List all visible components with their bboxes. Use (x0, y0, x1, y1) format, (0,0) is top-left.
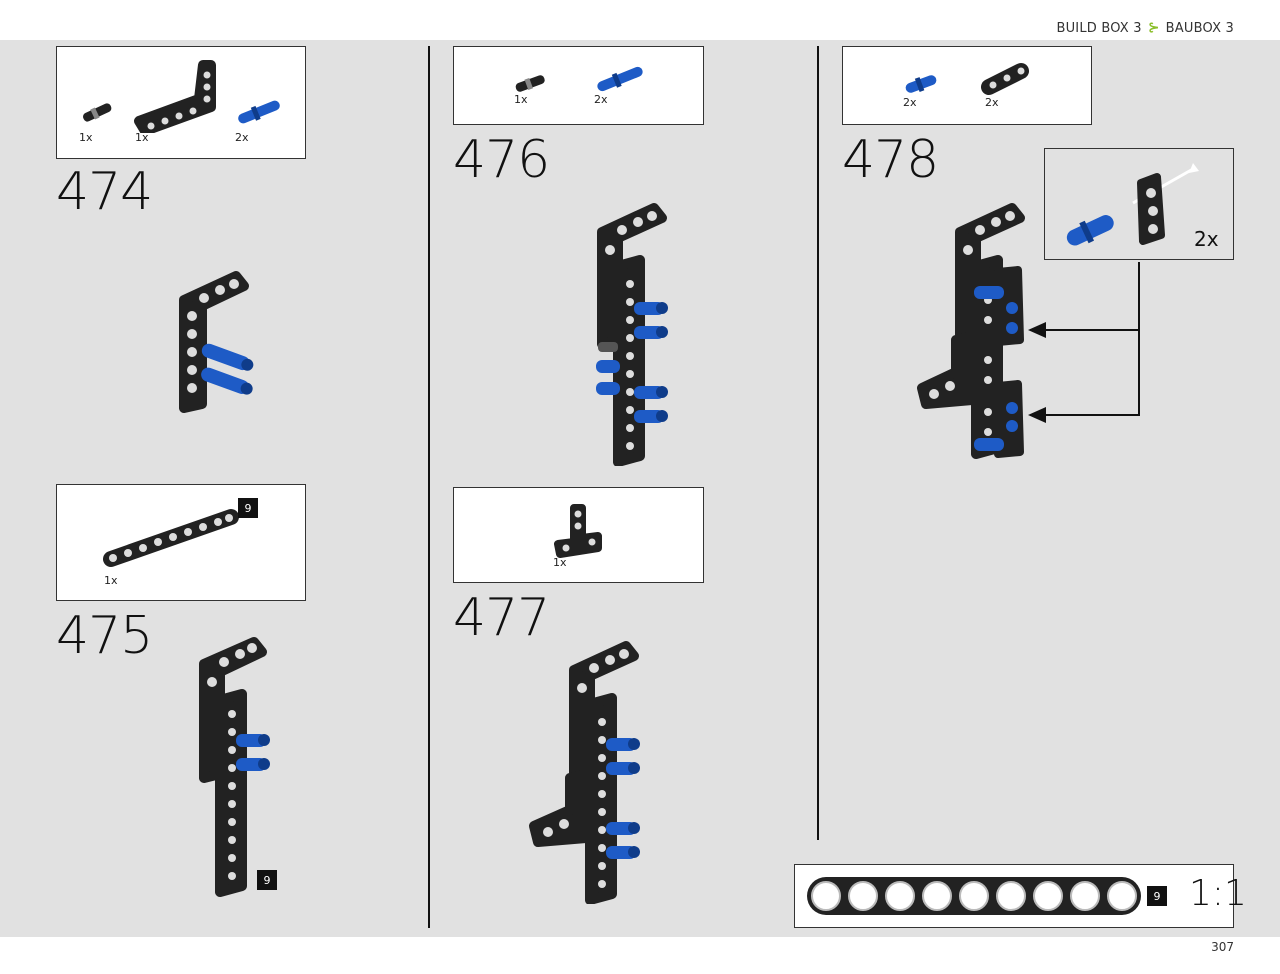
blue-pin-icon (905, 75, 937, 93)
part-qty: 2x (903, 96, 917, 109)
axle-pin-icon (515, 75, 545, 92)
assembly-474-illustration (179, 271, 254, 413)
part-qty: 2x (235, 131, 249, 144)
blue-axle-pin-icon (597, 66, 643, 92)
breadcrumb: BUILD BOX 3 ⊱ BAUBOX 3 (1056, 20, 1234, 36)
t-beam-icon (554, 504, 602, 558)
part-qty: 2x (594, 93, 608, 106)
part-qty: 1x (79, 131, 93, 144)
assembly-478-illustration (917, 203, 1140, 459)
scale-label: 1:1 (1189, 873, 1247, 914)
parts-box-477: 1x (453, 487, 704, 583)
breadcrumb-build-box: BUILD BOX 3 (1056, 20, 1142, 36)
page-header: BUILD BOX 3 ⊱ BAUBOX 3 (0, 0, 1280, 40)
step-number-477: 477 (453, 588, 550, 648)
assembly-475-illustration (199, 637, 270, 897)
blue-pin-icon (238, 100, 280, 124)
subassembly-callout: 2x (1044, 148, 1234, 260)
callout-subassembly-illustration (1066, 163, 1199, 246)
step-number-478: 478 (842, 130, 939, 190)
parts-box-474: 1x 1x 2x (56, 46, 306, 159)
part-qty: 1x (553, 556, 567, 569)
step-number-474: 474 (56, 162, 153, 222)
parts-box-478: 2x 2x (842, 46, 1092, 125)
part-qty: 2x (985, 96, 999, 109)
chevron-branch-icon: ⊱ (1147, 20, 1160, 36)
beam-length-badge: 9 (238, 498, 258, 518)
angled-beam-icon (134, 60, 216, 133)
column-divider-2 (817, 46, 819, 840)
axle-pin-icon (83, 103, 112, 122)
scale-length-badge: 9 (1147, 886, 1167, 906)
step-number-476: 476 (453, 130, 550, 190)
scale-beam-illustration (807, 877, 1141, 915)
part-qty: 1x (135, 131, 149, 144)
parts-box-475: 1x 9 (56, 484, 306, 601)
scale-reference-box: 9 1:1 (794, 864, 1247, 928)
page-number: 307 (1211, 940, 1234, 954)
model-length-badge: 9 (257, 870, 277, 890)
connector-beam-icon (981, 63, 1029, 95)
step-number-475: 475 (56, 606, 153, 666)
part-qty: 1x (514, 93, 528, 106)
parts-box-476: 1x 2x (453, 46, 704, 125)
part-qty: 1x (104, 574, 118, 587)
breadcrumb-baubox: BAUBOX 3 (1165, 20, 1234, 36)
page-footer (0, 937, 1280, 974)
straight-beam-icon (103, 509, 239, 567)
callout-quantity: 2x (1194, 227, 1219, 251)
column-divider-1 (428, 46, 430, 928)
assembly-476-illustration (596, 203, 668, 466)
assembly-477-illustration (529, 641, 640, 904)
